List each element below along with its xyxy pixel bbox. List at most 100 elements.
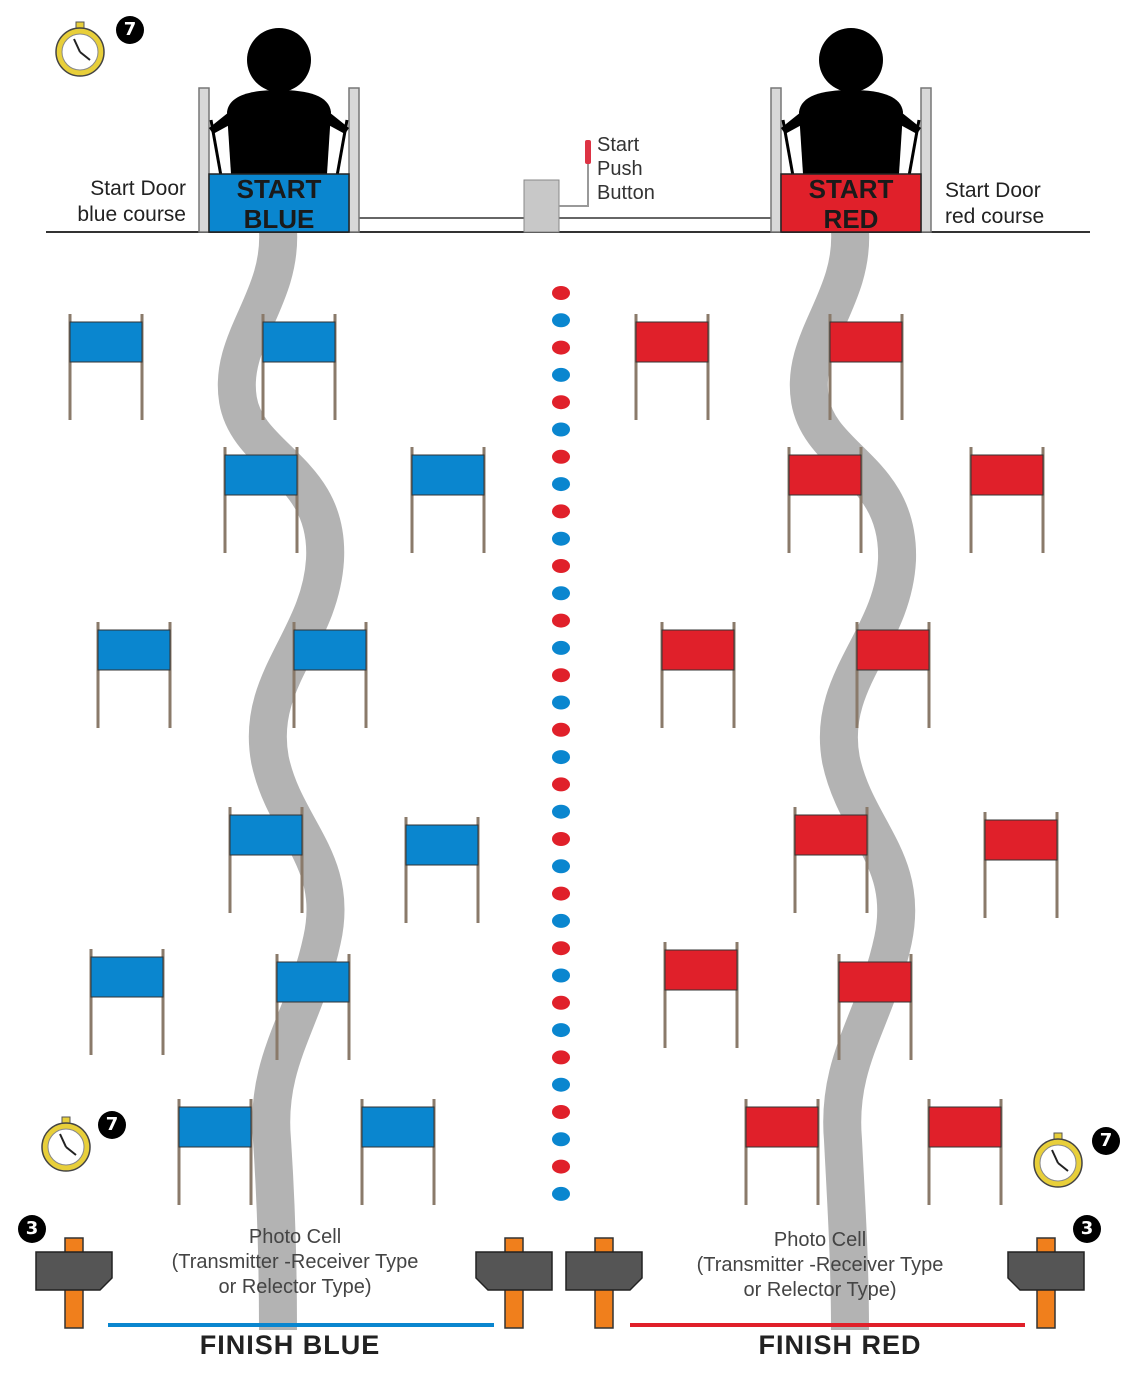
photo-cell-blue-line2: (Transmitter -Receiver Type	[130, 1250, 460, 1275]
divider-dot-icon	[552, 395, 570, 409]
photo-cell-red-left	[566, 1238, 642, 1328]
door-post	[921, 88, 931, 232]
gate-flag-blue-2	[263, 314, 335, 420]
photo-cell-blue-left	[36, 1238, 112, 1328]
gate-flag-red-1	[636, 314, 708, 420]
gate-flag-red-9	[665, 942, 737, 1048]
divider-dot-icon	[552, 887, 570, 901]
photocell-count-badge-left: 3	[18, 1215, 46, 1243]
divider-dot-icon	[552, 805, 570, 819]
divider-dot-icon	[552, 423, 570, 437]
start-red-line1: START	[780, 174, 922, 204]
gate-flag-red-4	[971, 447, 1043, 553]
gate-flag-red-5	[662, 622, 734, 728]
start-door-blue-label: Start Door blue course	[50, 176, 186, 228]
divider-dot-icon	[552, 1050, 570, 1064]
gate-flag-blue-7	[230, 807, 302, 913]
divider-dot-icon	[552, 532, 570, 546]
door-post	[349, 88, 359, 232]
stopwatch-count-badge-top: 7	[116, 16, 144, 44]
start-push-button-line3: Button	[597, 181, 655, 205]
photocell-count-badge-right: 3	[1073, 1215, 1101, 1243]
divider-dot-icon	[552, 450, 570, 464]
photo-cell-blue-right	[476, 1238, 552, 1328]
photo-cell-blue-line1: Photo Cell	[130, 1225, 460, 1250]
photo-cell-red-line2: (Transmitter -Receiver Type	[655, 1253, 985, 1278]
divider-dot-icon	[552, 586, 570, 600]
divider-dot-icon	[552, 777, 570, 791]
divider-dot-icon	[552, 1132, 570, 1146]
push-button	[585, 140, 591, 164]
gate-flag-blue-4	[412, 447, 484, 553]
divider-dot-icon	[552, 696, 570, 710]
skier-icon	[781, 28, 921, 176]
photo-cell-red-right	[1008, 1238, 1084, 1328]
divider-dot-icon	[552, 941, 570, 955]
divider-dot-icon	[552, 477, 570, 491]
gate-flag-red-12	[929, 1099, 1001, 1205]
gate-flag-red-11	[746, 1099, 818, 1205]
photo-cell-icon	[566, 1252, 642, 1290]
photo-cell-blue-label: Photo Cell (Transmitter -Receiver Type o…	[130, 1225, 460, 1300]
divider-dot-icon	[552, 996, 570, 1010]
divider-dot-icon	[552, 1023, 570, 1037]
start-push-button-line2: Push	[597, 157, 655, 181]
gate-flag-blue-8	[406, 817, 478, 923]
divider-dot-icon	[552, 914, 570, 928]
racing-line-red	[809, 230, 897, 1330]
start-blue-line2: BLUE	[208, 204, 350, 232]
divider-dot-icon	[552, 969, 570, 983]
divider-dot-icon	[552, 1105, 570, 1119]
divider-dot-icon	[552, 504, 570, 518]
start-blue-label: START BLUE	[208, 174, 350, 232]
finish-blue-label: FINISH BLUE	[110, 1330, 470, 1361]
gate-flag-red-7	[795, 807, 867, 913]
photo-cell-red-line1: Photo Cell	[655, 1228, 985, 1253]
gate-flag-red-8	[985, 812, 1057, 918]
stopwatch-icon-right	[1034, 1133, 1082, 1187]
start-red-line2: RED	[780, 204, 922, 232]
start-door-red-line1: Start Door	[945, 178, 1044, 204]
skier-icon	[209, 28, 349, 176]
divider-dot-icon	[552, 750, 570, 764]
start-door-red-line2: red course	[945, 204, 1044, 230]
gate-flag-blue-3	[225, 447, 297, 553]
gate-flag-blue-11	[179, 1099, 251, 1205]
photo-cell-icon	[476, 1252, 552, 1290]
divider-dot-icon	[552, 614, 570, 628]
divider-dot-icon	[552, 559, 570, 573]
gate-flag-blue-9	[91, 949, 163, 1055]
start-door-red-label: Start Door red course	[945, 178, 1044, 230]
divider-dot-icon	[552, 368, 570, 382]
gate-flag-blue-1	[70, 314, 142, 420]
gate-flag-red-3	[789, 447, 861, 553]
stopwatch-icon-top	[56, 22, 104, 76]
gate-flag-red-2	[830, 314, 902, 420]
start-blue-line1: START	[208, 174, 350, 204]
start-red-label: START RED	[780, 174, 922, 232]
start-door-blue-line1: Start Door	[50, 176, 186, 202]
divider-dot-icon	[552, 313, 570, 327]
photo-cell-blue-line3: or Relector Type)	[130, 1275, 460, 1300]
start-control-box	[524, 180, 559, 232]
start-door-blue-line2: blue course	[50, 202, 186, 228]
start-push-button-label: Start Push Button	[597, 133, 655, 205]
stopwatch-count-badge-left: 7	[98, 1111, 126, 1139]
finish-red-label: FINISH RED	[650, 1330, 1030, 1361]
photo-cell-icon	[36, 1252, 112, 1290]
divider-dot-icon	[552, 832, 570, 846]
stopwatch-icon-left	[42, 1117, 90, 1171]
photo-cell-red-line3: or Relector Type)	[655, 1278, 985, 1303]
divider-dot-icon	[552, 341, 570, 355]
divider-dot-icon	[552, 859, 570, 873]
divider-dot-icon	[552, 1160, 570, 1174]
divider-dot-icon	[552, 1078, 570, 1092]
divider-dot-icon	[552, 286, 570, 300]
start-push-button-line1: Start	[597, 133, 655, 157]
divider-dot-icon	[552, 1187, 570, 1201]
divider-dot-icon	[552, 641, 570, 655]
divider-dot-icon	[552, 723, 570, 737]
gate-flag-blue-6	[294, 622, 366, 728]
gate-flag-blue-5	[98, 622, 170, 728]
